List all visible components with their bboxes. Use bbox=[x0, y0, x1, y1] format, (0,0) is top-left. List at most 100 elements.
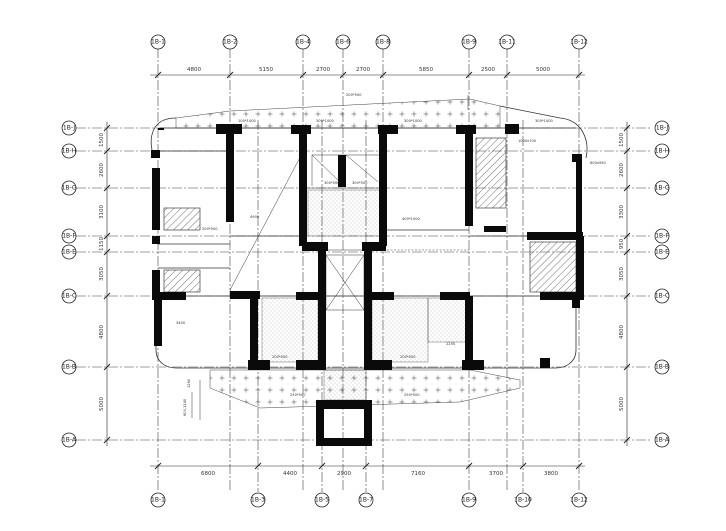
wall bbox=[362, 242, 386, 251]
wall bbox=[484, 226, 506, 232]
bottom-axis-bubbles: 1B-1 1B-3 1B-5 1B-7 1B-9 1B-10 1B-12 bbox=[150, 492, 588, 508]
beam-label: 200*500 bbox=[202, 227, 218, 231]
beam-label: 200*500 bbox=[346, 93, 362, 97]
hatched-shaft-3 bbox=[475, 137, 507, 209]
axis-label: 1B-11 bbox=[498, 39, 516, 46]
axis-bubble bbox=[571, 492, 587, 508]
axis-bubble bbox=[654, 180, 670, 196]
column bbox=[248, 360, 270, 370]
lobby-slab bbox=[323, 369, 367, 401]
right-dim-3: 3300 bbox=[619, 205, 625, 219]
axis-bubble bbox=[222, 34, 238, 50]
top-dim-7: 5000 bbox=[536, 67, 550, 73]
wall bbox=[296, 292, 322, 300]
right-dimensions: 1500 2600 3300 950 3050 4800 5000 bbox=[619, 133, 625, 411]
axis-label: 1B-F bbox=[655, 233, 669, 240]
axis-label: 1B-A bbox=[62, 437, 77, 444]
wall bbox=[226, 134, 234, 222]
bottom-dim-6: 3800 bbox=[544, 471, 558, 477]
top-dim-5: 5850 bbox=[419, 67, 433, 73]
axis-label: 1B-3 bbox=[251, 497, 265, 504]
axis-bubble bbox=[61, 143, 77, 159]
elevator-wall bbox=[316, 438, 372, 446]
axis-label: 1B-J bbox=[63, 125, 75, 132]
axis-bubble bbox=[61, 432, 77, 448]
axis-bubble bbox=[250, 492, 266, 508]
column bbox=[291, 125, 311, 134]
column bbox=[216, 124, 242, 134]
left-dim-7: 5000 bbox=[99, 397, 105, 411]
axis-bubble bbox=[150, 34, 166, 50]
top-dimensions: 4800 5150 2700 2700 5850 2500 5000 bbox=[187, 67, 550, 73]
beam-label: 200*500 bbox=[400, 355, 416, 359]
hall-slab-left bbox=[261, 297, 319, 363]
axis-bubble bbox=[61, 228, 77, 244]
wall bbox=[576, 236, 584, 300]
axis-label: 1B-12 bbox=[570, 497, 588, 504]
axis-bubble bbox=[295, 34, 311, 50]
elevator-wall bbox=[316, 400, 324, 444]
bottom-dim-2: 4400 bbox=[283, 471, 297, 477]
beam-label: 300*500 bbox=[324, 181, 340, 185]
top-dim-2: 5150 bbox=[259, 67, 273, 73]
axis-label: 1B-10 bbox=[514, 497, 532, 504]
axis-bubble bbox=[358, 492, 374, 508]
column bbox=[572, 296, 580, 308]
hall-slab-right bbox=[371, 297, 429, 363]
axis-label: 1B-E bbox=[655, 249, 669, 256]
top-dim-4: 2700 bbox=[356, 67, 370, 73]
axis-label: 1B-C bbox=[62, 293, 76, 300]
left-dim-4: 1150 bbox=[99, 237, 105, 251]
room-dim: 600,1140 bbox=[183, 398, 187, 416]
top-axis-bubbles: 1B-1 1B-2 1B-4 1B-6 1B-8 1B-9 1B-11 1B-1… bbox=[150, 34, 588, 50]
axis-label: 1B-1 bbox=[151, 497, 165, 504]
axis-label: 1B-5 bbox=[315, 497, 329, 504]
beam-label: 200*500 bbox=[272, 355, 288, 359]
right-dim-4: 950 bbox=[619, 238, 625, 249]
wall bbox=[465, 134, 473, 226]
wall bbox=[152, 270, 160, 300]
wall bbox=[440, 292, 470, 300]
axis-bubble bbox=[654, 432, 670, 448]
axis-bubble bbox=[61, 180, 77, 196]
column bbox=[152, 236, 160, 244]
right-axis-bubbles: 1B-J 1B-H 1B-G 1B-F 1B-E 1B-C 1B-B 1B-A bbox=[654, 120, 670, 448]
axis-label: 1B-7 bbox=[359, 497, 373, 504]
wall bbox=[372, 292, 394, 300]
column bbox=[296, 360, 322, 370]
stair-slab bbox=[307, 189, 383, 237]
bottom-dim-3: 2900 bbox=[337, 471, 351, 477]
top-dim-6: 2500 bbox=[481, 67, 495, 73]
axis-bubble bbox=[499, 34, 515, 50]
wall bbox=[250, 296, 258, 368]
right-dim-2: 2600 bbox=[619, 163, 625, 177]
axis-label: 1B-G bbox=[655, 185, 670, 192]
left-dim-3: 3100 bbox=[99, 205, 105, 219]
axis-bubble bbox=[515, 492, 531, 508]
wall bbox=[576, 162, 582, 232]
beam-label: 1000x700 bbox=[518, 139, 537, 143]
wall bbox=[230, 291, 260, 299]
beam-label: 300*1000 bbox=[316, 119, 335, 123]
beam-label: 600x950 bbox=[590, 161, 607, 165]
wall bbox=[302, 242, 328, 251]
axis-label: 1B-H bbox=[62, 148, 77, 155]
axis-label: 1B-J bbox=[656, 125, 668, 132]
right-dim-5: 3050 bbox=[619, 267, 625, 281]
beam-label: 300*1000 bbox=[535, 119, 554, 123]
column bbox=[151, 150, 160, 158]
axis-bubble bbox=[654, 244, 670, 260]
axis-label: 1B-9 bbox=[462, 39, 476, 46]
wall bbox=[379, 134, 387, 246]
column bbox=[505, 124, 519, 134]
axis-bubble bbox=[461, 492, 477, 508]
left-dimensions: 1500 2600 3100 1150 3050 4800 5000 bbox=[99, 133, 105, 411]
right-dim-7: 5000 bbox=[619, 397, 625, 411]
beam-label: 100*1000 bbox=[238, 119, 257, 123]
left-dim-5: 3050 bbox=[99, 267, 105, 281]
beam-label: 250*500 bbox=[404, 393, 420, 397]
room-dim: 1260 bbox=[187, 378, 191, 388]
axis-label: 1B-2 bbox=[223, 39, 237, 46]
wall bbox=[364, 250, 372, 370]
